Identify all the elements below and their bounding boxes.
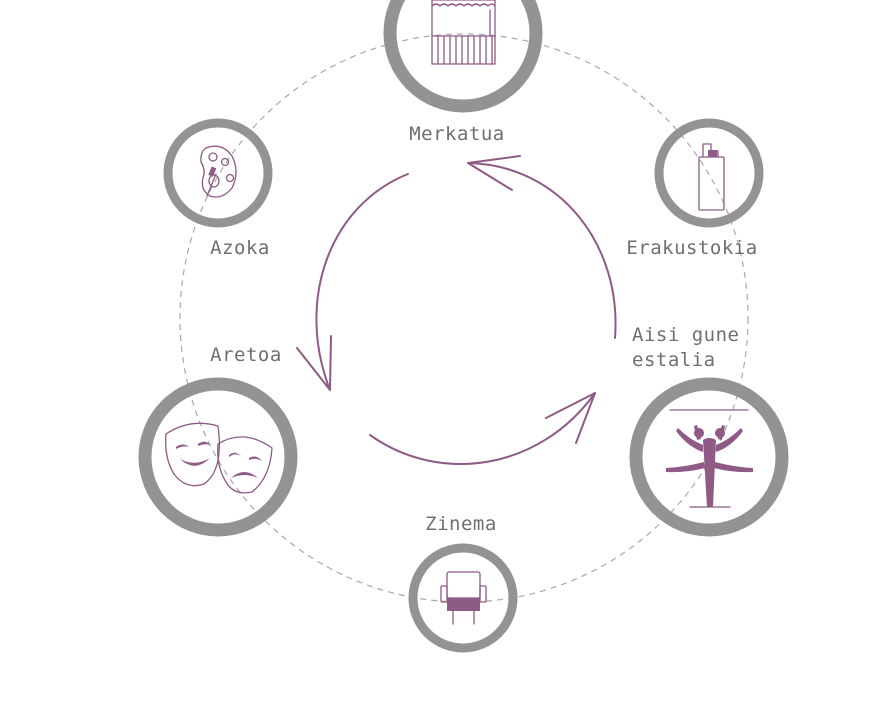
arrow-top-right-head [467,155,521,191]
arrow-bottom-head [545,392,596,444]
node-merkatua: Merkatua [383,0,543,145]
theater-masks-icon [165,422,273,494]
arrow-left-head [296,335,332,391]
node-azoka: Azoka [163,118,273,259]
node-ring [408,543,518,653]
node-label: Merkatua [409,123,505,145]
node-label: Azoka [210,237,270,259]
node-label: Aretoa [210,344,282,366]
arrow-left [315,173,409,391]
dancers-icon [666,409,753,508]
cycle-arrows [296,155,617,465]
arrow-bottom [369,392,596,465]
node-label-line1: Aisi gune [632,324,739,346]
arrow-top-right [467,162,617,339]
node-ring [138,377,298,537]
node-ring [383,0,543,113]
node-label-line2: estalia [632,349,716,371]
cinema-seat-icon [440,571,487,625]
lighter-icon [698,143,725,211]
node-ring [654,118,764,228]
node-ring [629,377,789,537]
node-zinema: Zinema [408,513,518,653]
market-stall-icon [431,0,496,65]
painter-palette-icon [200,145,237,198]
node-aisi-gune-estalia: Aisi gune estalia [629,324,789,537]
node-label: Zinema [425,513,497,535]
node-ring [163,118,273,228]
node-label: Erakustokia [626,237,757,259]
node-aretoa: Aretoa [138,344,298,537]
node-erakustokia: Erakustokia [626,118,764,259]
